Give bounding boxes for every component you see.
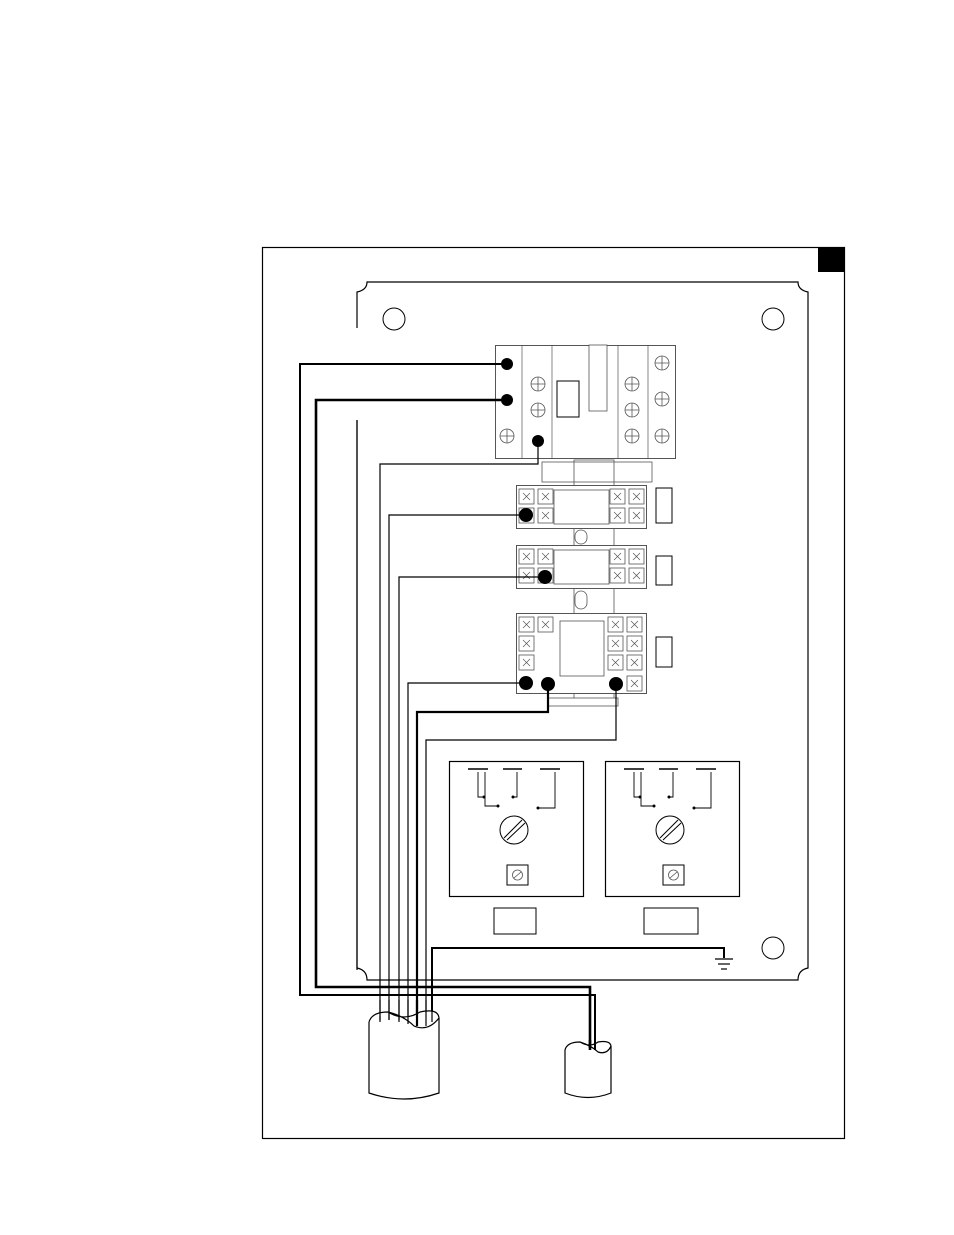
adjustment-screw-icon bbox=[507, 865, 528, 885]
timer-module bbox=[450, 762, 584, 897]
relay-label-window bbox=[656, 637, 672, 667]
adjustment-screw-icon bbox=[663, 865, 684, 885]
conduit bbox=[369, 1011, 439, 1099]
relay-label-window bbox=[656, 556, 672, 585]
timer-module bbox=[606, 762, 740, 897]
conduit bbox=[565, 1042, 611, 1098]
contactor bbox=[496, 345, 676, 459]
rotary-knob-icon bbox=[656, 816, 684, 844]
mounting-hole bbox=[383, 308, 405, 330]
contactor-slot bbox=[589, 345, 607, 411]
mounting-hole bbox=[762, 937, 784, 959]
timer-label-window bbox=[494, 908, 536, 934]
corner-tab bbox=[818, 247, 845, 272]
relay-label-window bbox=[656, 488, 672, 523]
rotary-knob-icon bbox=[500, 816, 528, 844]
mounting-hole bbox=[762, 308, 784, 330]
contactor-label-window bbox=[557, 381, 579, 417]
timer-label-window bbox=[644, 908, 698, 934]
